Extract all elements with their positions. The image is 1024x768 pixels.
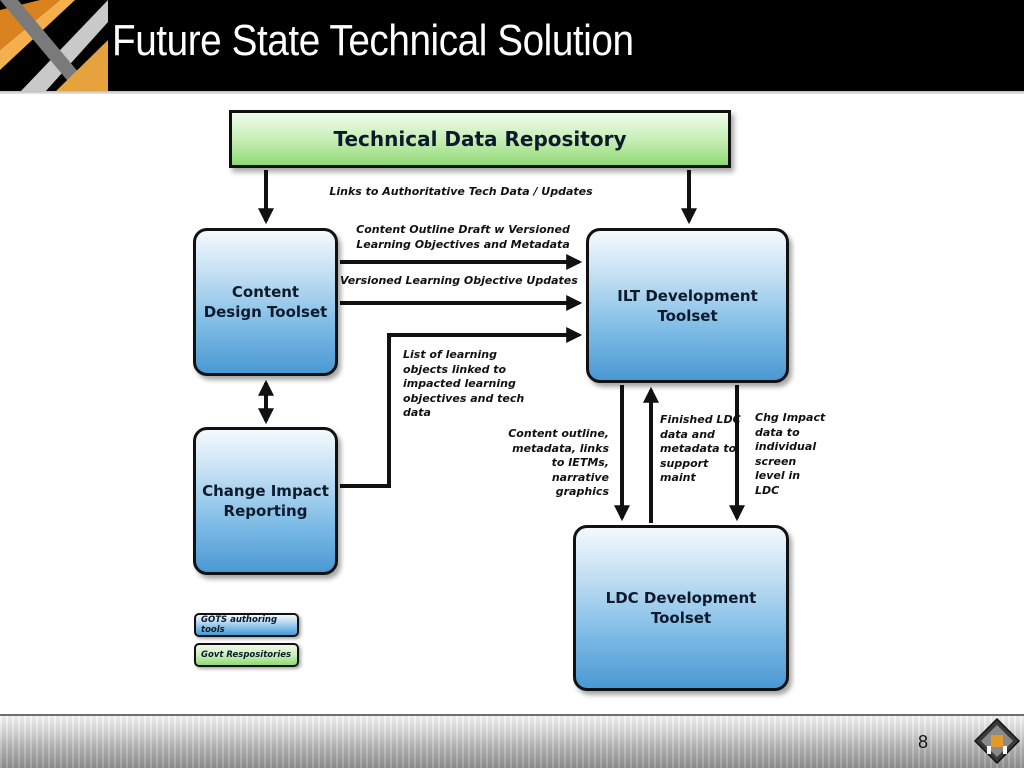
change-impact-reporting-label: Change Impact Reporting [202, 482, 329, 520]
content-design-toolset-node: Content Design Toolset [193, 228, 338, 376]
page-number: 8 [918, 732, 929, 752]
edge-label-chg-impact-data: Chg Impact data to individual screen lev… [755, 411, 826, 497]
legend-govt-label: Govt Respositories [201, 650, 292, 660]
legend-gots-authoring-tools: GOTS authoring tools [194, 613, 299, 637]
footer-emblem-icon [974, 718, 1020, 764]
slide-title: Future State Technical Solution [112, 16, 634, 65]
edge-label-versioned-updates: Versioned Learning Objective Updates [340, 274, 578, 287]
header-divider [0, 91, 1024, 94]
technical-data-repository-node: Technical Data Repository [229, 110, 731, 168]
ldc-development-toolset-node: LDC Development Toolset [573, 525, 789, 691]
ilt-development-toolset-node: ILT Development Toolset [586, 228, 789, 383]
diagram-connectors [258, 170, 745, 523]
technical-data-repository-label: Technical Data Repository [333, 127, 627, 151]
footer-texture [0, 716, 1024, 768]
legend-govt-repositories: Govt Respositories [194, 643, 299, 667]
content-design-toolset-label: Content Design Toolset [203, 283, 328, 321]
ldc-development-toolset-label: LDC Development Toolset [605, 589, 757, 627]
legend-gots-label: GOTS authoring tools [201, 615, 278, 635]
change-impact-reporting-node: Change Impact Reporting [193, 427, 338, 575]
header-logo-icon [0, 0, 108, 92]
edge-label-links-to-tech-data: Links to Authoritative Tech Data / Updat… [329, 185, 593, 198]
edge-label-content-outline-to-ldc: Content outline, metadata, links to IETM… [508, 427, 609, 498]
flow-diagram: Technical Data Repository Content Design… [0, 94, 1024, 714]
edge-label-learning-objects-list: List of learning objects linked to impac… [403, 348, 525, 419]
footer-bar [0, 714, 1024, 768]
edge-label-finished-ldc-data: Finished LDC data and metadata to suppor… [660, 413, 741, 484]
header-bar: Future State Technical Solution [0, 0, 1024, 92]
ilt-development-toolset-label: ILT Development Toolset [617, 286, 758, 325]
edge-label-content-outline-draft: Content Outline Draft w Versioned Learni… [356, 223, 570, 251]
arrow-learning-objects-list [340, 327, 583, 488]
